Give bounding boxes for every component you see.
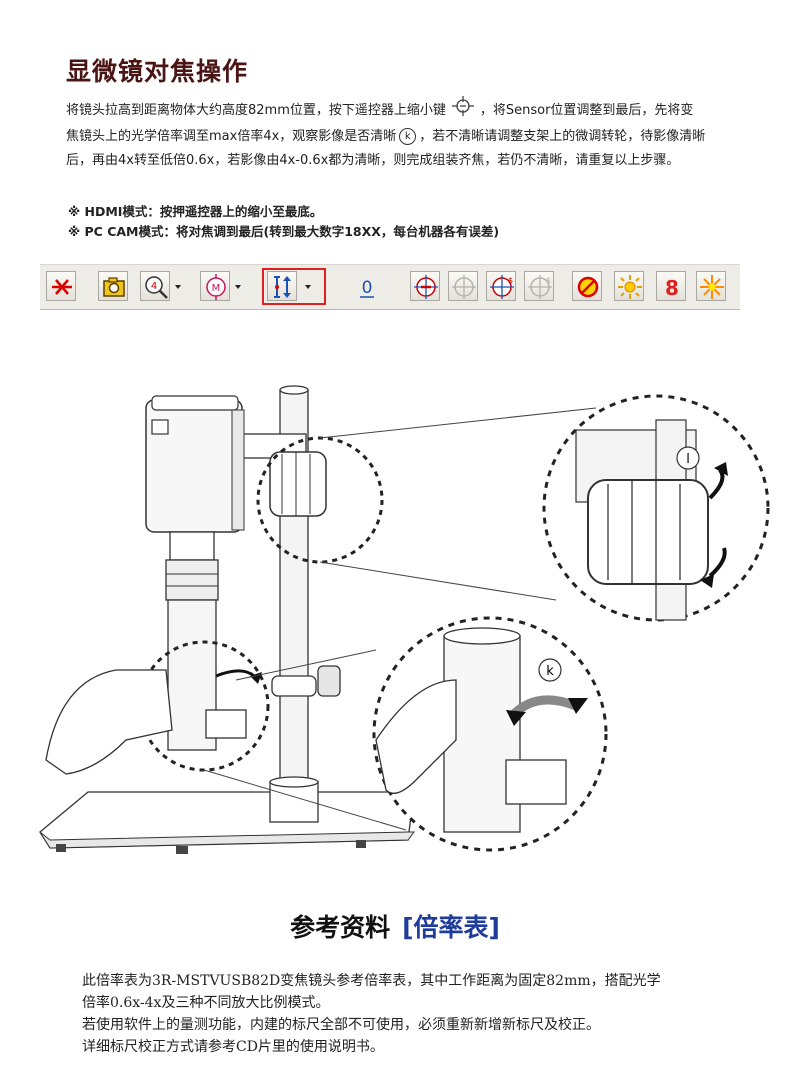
target-minus-icon[interactable] [410,271,440,301]
target-rotate-icon[interactable]: $ [486,271,516,301]
reference-title-main: 参考资料 [290,913,391,942]
lens-detail-circle: k [372,616,608,852]
sparkle-icon[interactable] [696,271,726,301]
reference-line: 倍率0.6x-4x及三种不同放大比例模式。 [82,995,330,1011]
reference-line: 详细标尺校正方式请参考CD片里的使用说明书。 [82,1039,384,1055]
focus-vertical-icon[interactable] [267,271,297,301]
instruction-part1: 将镜头拉高到距离物体大约高度82mm位置，按下遥控器上缩小键 [66,103,446,118]
crosshair-red-icon[interactable] [46,271,76,301]
zoom-out-key-icon [451,96,474,125]
zoom-m-dropdown[interactable] [232,271,244,301]
digit-8-icon[interactable]: 8 [656,271,686,301]
page-title: 显微镜对焦操作 [66,57,249,86]
reference-line: 此倍率表为3R-MSTVUSB82D变焦镜头参考倍率表，其中工作距离为固定82m… [82,973,661,989]
zoom-4-dropdown[interactable] [172,271,184,301]
camera-head [145,395,307,533]
no-symbol-icon[interactable] [572,271,602,301]
note-pccam: ※ PC CAM模式：将对焦调到最后(转到最大数字18XX，每台机器各有误差) [68,224,500,239]
target-disabled-icon[interactable]: $ [524,271,554,301]
svg-text:$: $ [546,276,551,285]
zero-icon[interactable]: 0 [352,271,382,301]
svg-text:M: M [212,283,221,294]
note-hdmi: ※ HDMI模式：按押遥控器上的缩小至最底。 [68,204,323,219]
microscope-illustration: l k [39,385,770,854]
digit-8-label: 8 [665,276,679,300]
lens-barrel [165,531,247,751]
instruction-part3: ，若不清晰请调整支架上的微调转轮，待影像清晰后，再由4x转至低倍0.6x，若影像… [66,129,706,168]
zoom-m-icon[interactable]: M [200,271,230,301]
instruction-paragraph: 将镜头拉高到距离物体大约高度82mm位置，按下遥控器上缩小键，将Sensor位置… [66,96,706,173]
software-toolbar: 4 M 0 $ $ 8 [40,264,740,310]
focus-knob [269,451,327,517]
knob-detail-circle: l [542,394,770,622]
reference-body: 此倍率表为3R-MSTVUSB82D变焦镜头参考倍率表，其中工作距离为固定82m… [82,970,782,1058]
camera-icon[interactable] [98,271,128,301]
base-plate [39,791,415,854]
reference-title: 参考资料 [倍率表] [0,908,790,944]
reference-title-bracket: [倍率表] [402,913,500,942]
label-k: k [546,664,554,679]
svg-text:4: 4 [151,281,157,292]
zero-label: 0 [362,278,373,298]
zoom-4-icon[interactable]: 4 [140,271,170,301]
focus-dropdown[interactable] [302,271,314,301]
sun-icon[interactable] [614,271,644,301]
highlight-box [262,268,326,305]
k-key-icon: k [399,128,417,145]
target-plus-disabled-icon[interactable] [448,271,478,301]
hand-left [45,669,173,775]
svg-text:$: $ [508,276,513,285]
instruction-part2: ，将Sensor位置调整到最后，先将变焦镜头上的光学倍率调至max倍率4x，观察… [66,103,694,144]
reference-line: 若使用软件上的量测功能，内建的标尺全部不可使用，必须重新新增新标尺及校正。 [82,1017,600,1033]
label-l: l [686,452,690,467]
